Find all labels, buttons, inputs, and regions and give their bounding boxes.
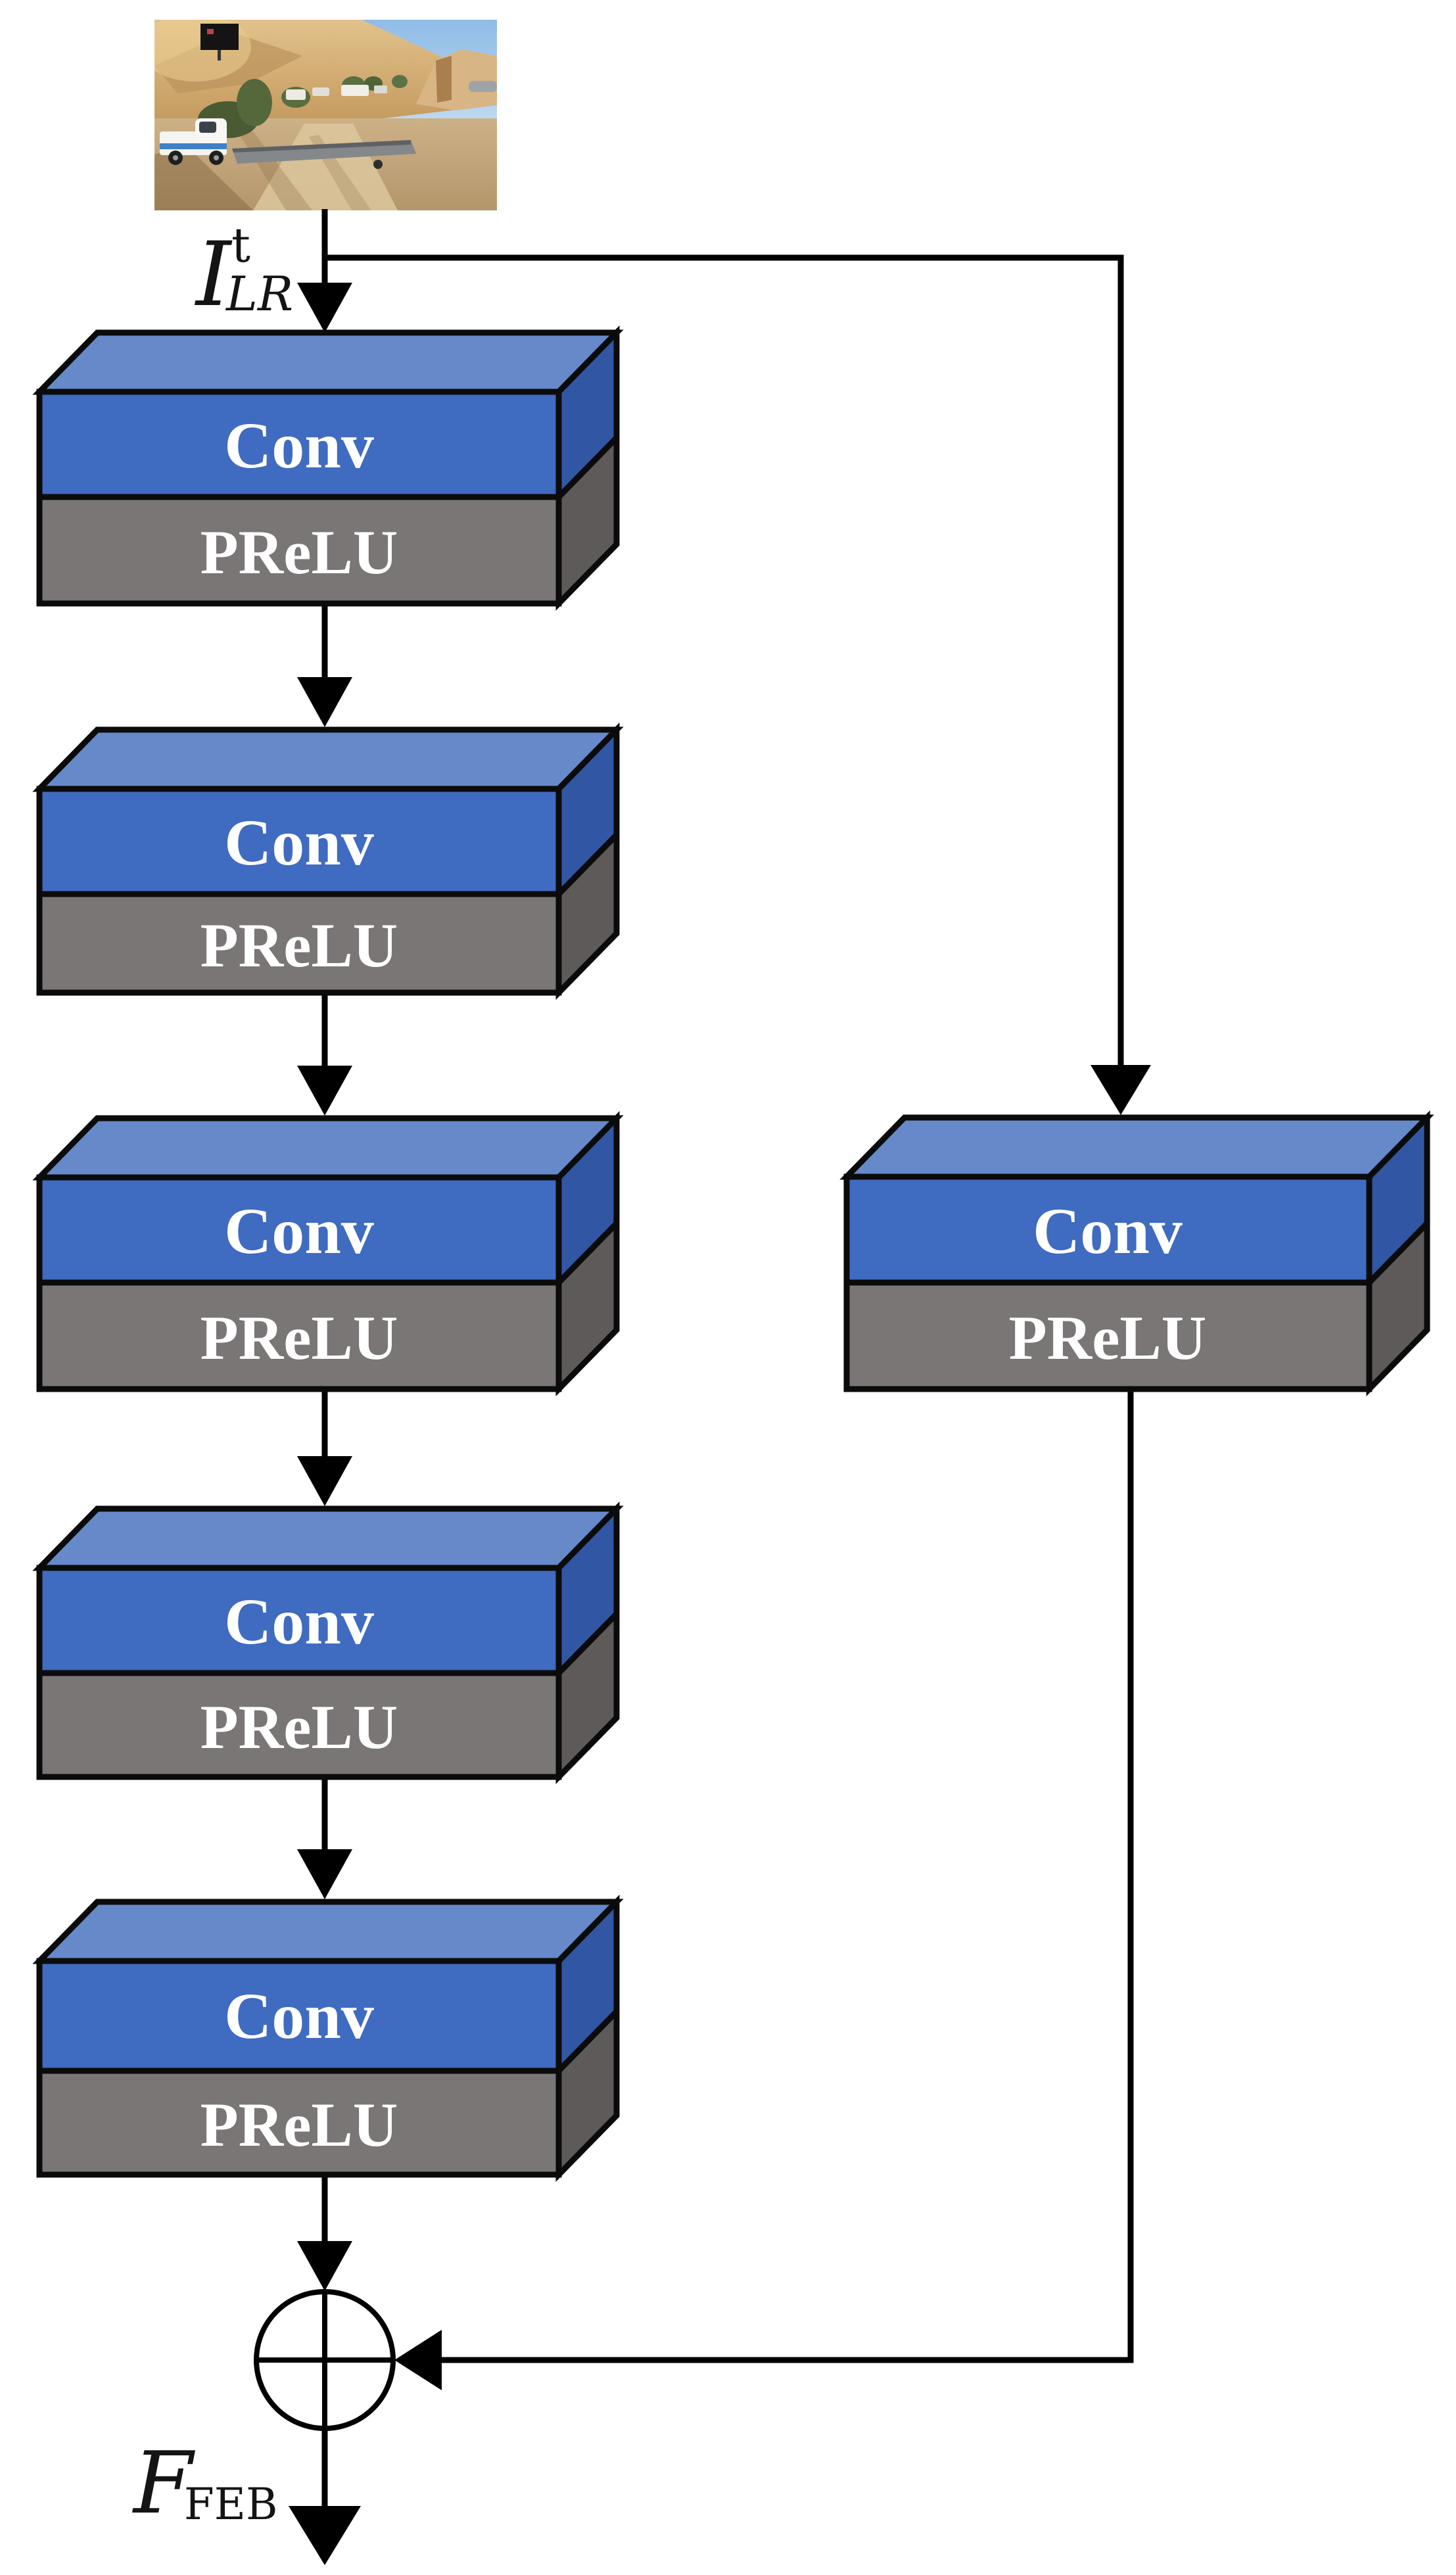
- conv-front-face: [843, 1173, 1373, 1286]
- conv-label: Conv: [224, 1194, 374, 1267]
- photo-cliff-shadow: [436, 56, 452, 103]
- conv-prelu-block-1: Conv PReLU: [32, 325, 624, 611]
- conv-label: Conv: [224, 409, 374, 482]
- photo-tree: [237, 79, 272, 126]
- output-label-subscript: FEB: [184, 2479, 277, 2530]
- input-label-superscript: t: [231, 218, 250, 273]
- photo-sign: [200, 24, 239, 50]
- photo-tree: [392, 75, 408, 88]
- prelu-label: PReLU: [1009, 1303, 1207, 1373]
- input-image: [154, 20, 497, 210]
- block-top-face: [32, 1115, 624, 1181]
- arrow-down-icon: [297, 1066, 352, 1116]
- photo-hubcap: [173, 155, 178, 160]
- photo-sign-pole: [218, 50, 221, 60]
- prelu-front-face: [843, 1279, 1373, 1392]
- block-top-face: [32, 329, 624, 395]
- prelu-label: PReLU: [200, 1303, 398, 1373]
- input-label: I t LR: [194, 218, 293, 326]
- arrow-down-icon: [1091, 1065, 1151, 1115]
- photo-trailer-wheel: [373, 160, 383, 169]
- conv-front-face: [36, 1174, 562, 1286]
- prelu-front-face: [36, 494, 562, 607]
- add-icon: [254, 2289, 396, 2431]
- prelu-front-face: [36, 1279, 562, 1392]
- photo-car-right: [469, 81, 497, 92]
- block-top-face: [32, 1899, 624, 1964]
- photo-camper-van: [286, 89, 306, 100]
- prelu-label: PReLU: [200, 517, 398, 587]
- block-top-face: [32, 1505, 624, 1571]
- photo-vehicle: [374, 85, 387, 93]
- skip-return-line: [439, 1389, 1134, 2363]
- skip-connection-line: [325, 254, 1124, 1066]
- conv-front-face: [36, 1958, 562, 2074]
- conv-label: Conv: [224, 1585, 374, 1658]
- skip-conv-prelu-block: Conv PReLU: [839, 1110, 1434, 1397]
- photo-camper-van: [312, 87, 329, 96]
- conv-label: Conv: [1033, 1194, 1183, 1267]
- photo-trailer-rail: [232, 140, 411, 153]
- photo-hubcap: [214, 155, 219, 160]
- block-top-face: [839, 1114, 1434, 1180]
- prelu-front-face: [36, 2067, 562, 2178]
- prelu-front-face: [36, 891, 562, 996]
- prelu-front-face: [36, 1670, 562, 1780]
- arrow-down-icon: [297, 1849, 352, 1899]
- input-label-base: I: [194, 223, 233, 326]
- block-top-face: [32, 726, 624, 792]
- photo-truck-window: [199, 122, 216, 133]
- photo-pickup-truck: [160, 118, 227, 165]
- photo-sign-mark: [207, 29, 214, 34]
- output-label-base: F: [132, 2433, 196, 2533]
- prelu-label: PReLU: [200, 1692, 398, 1762]
- input-label-subscript: LR: [225, 266, 293, 321]
- conv-front-face: [36, 786, 562, 897]
- arrow-down-icon: [289, 2506, 361, 2565]
- prelu-label: PReLU: [200, 2090, 398, 2160]
- arrow-left-icon: [394, 2330, 442, 2390]
- photo-truck-stripe: [160, 143, 227, 149]
- arrow-down-icon: [297, 677, 352, 727]
- arrow-down-icon: [297, 1456, 352, 1506]
- conv-front-face: [36, 1565, 562, 1676]
- prelu-label: PReLU: [200, 910, 398, 980]
- arrow-down-icon: [297, 2241, 352, 2291]
- conv-prelu-block-5: Conv PReLU: [32, 1894, 624, 2183]
- conv-prelu-block-4: Conv PReLU: [32, 1501, 624, 1785]
- photo-camper-van: [341, 85, 369, 96]
- output-label: F FEB: [132, 2433, 277, 2533]
- conv-prelu-block-3: Conv PReLU: [32, 1110, 624, 1397]
- arrow-down-icon: [297, 283, 352, 333]
- conv-prelu-block-2: Conv PReLU: [32, 722, 624, 1001]
- conv-label: Conv: [224, 806, 374, 879]
- conv-label: Conv: [224, 1979, 374, 2052]
